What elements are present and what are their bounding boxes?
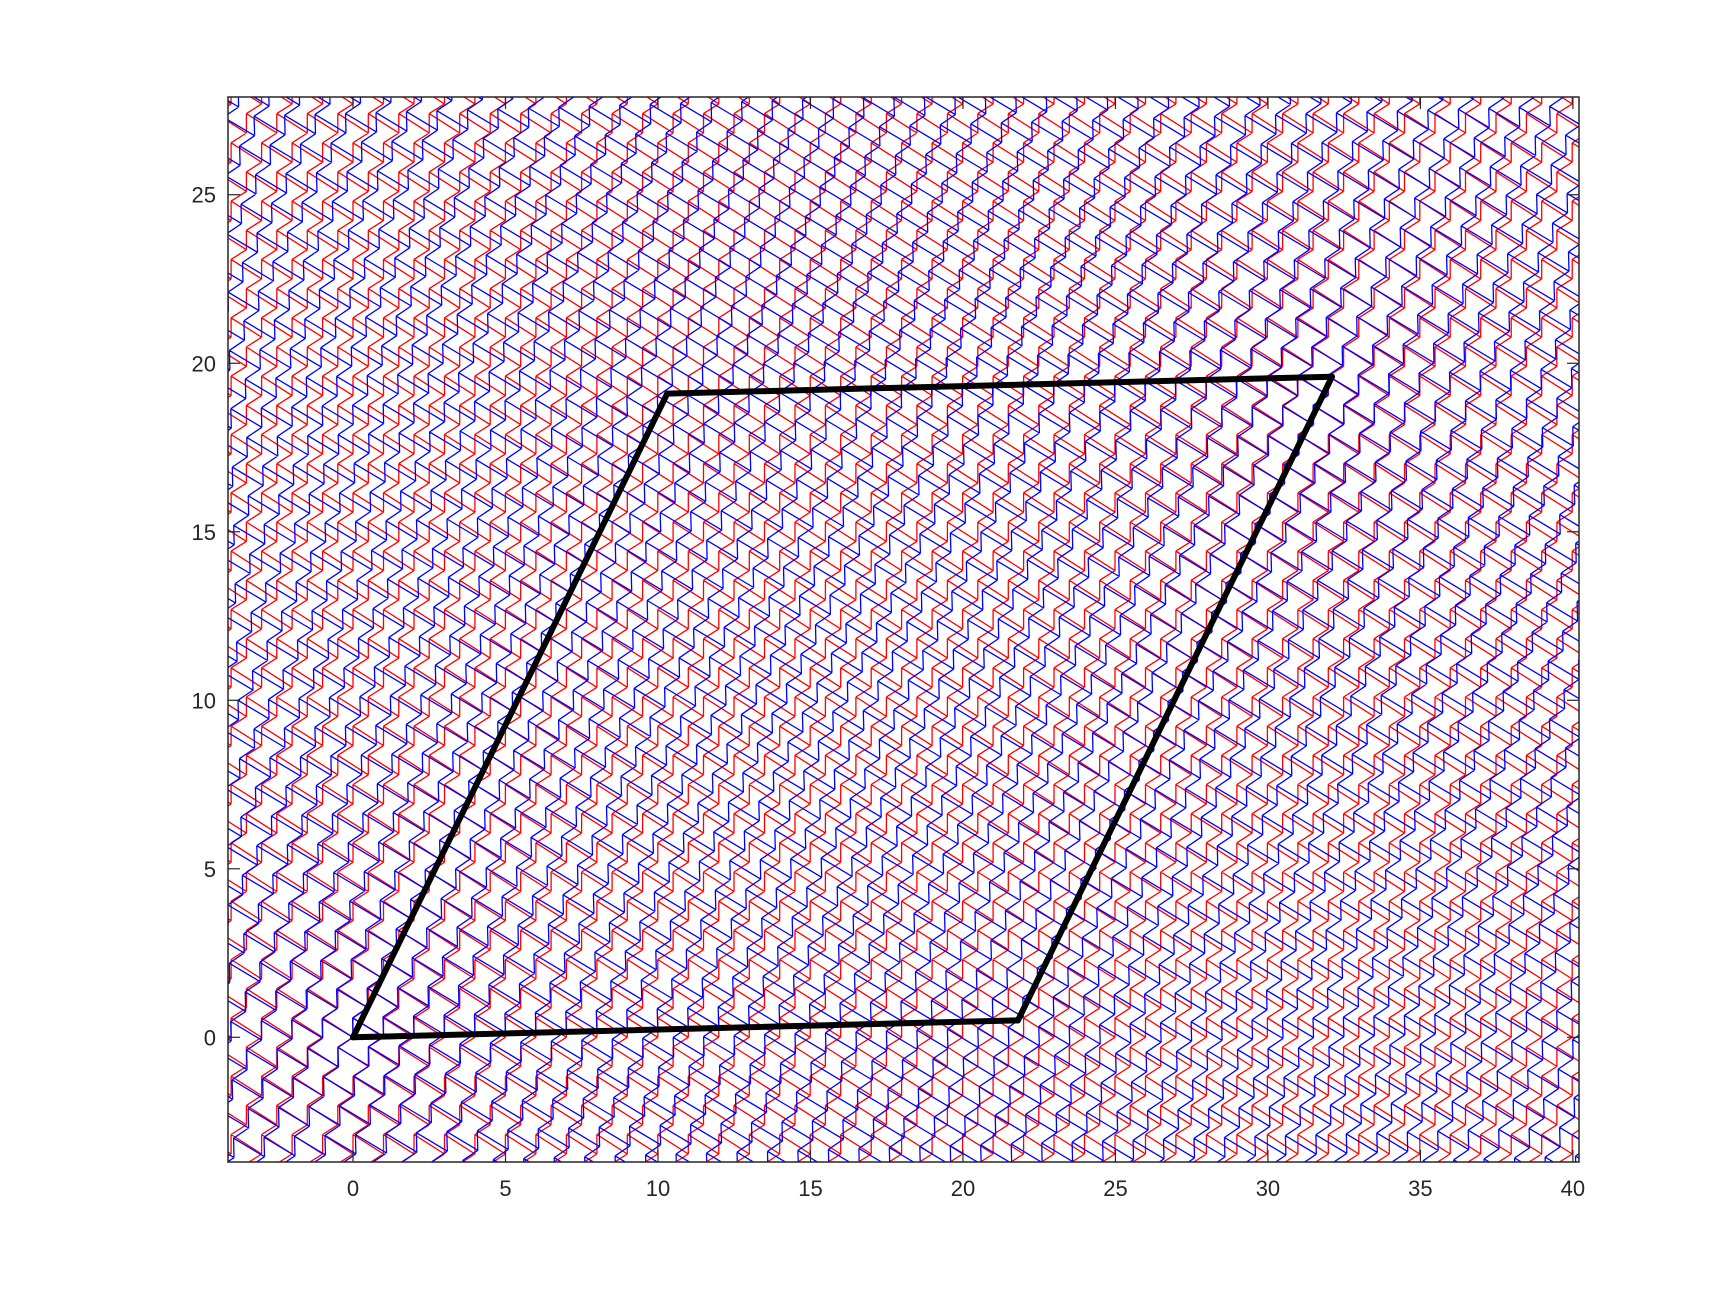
x-tick-label: 30 [1256,1176,1280,1201]
y-tick-label: 25 [192,183,216,208]
y-axis: 0 5 10 15 20 25 [192,183,1579,1050]
x-tick-label: 20 [951,1176,975,1201]
supercell-edge-4 [350,390,671,1041]
x-tick-label: 15 [798,1176,822,1201]
x-tick-label: 25 [1103,1176,1127,1201]
y-tick-label: 0 [204,1025,216,1050]
supercell-edge-1 [350,1017,1021,1041]
y-tick-label: 15 [192,520,216,545]
y-tick-label: 5 [204,857,216,882]
lattice-layer [228,97,1579,1162]
supercell-edge-3 [664,373,1335,397]
x-tick-label: 0 [347,1176,359,1201]
x-tick-label: 35 [1408,1176,1432,1201]
y-tick-label: 10 [192,688,216,713]
axes-box [227,96,1580,1163]
supercell-outline-layer [350,373,1335,1041]
x-tick-label: 40 [1561,1176,1585,1201]
y-tick-label: 20 [192,351,216,376]
x-tick-label: 10 [646,1176,670,1201]
lattice-series-2 [228,97,1579,1162]
supercell-edge-2 [1014,373,1335,1024]
x-axis: 0 5 10 15 20 25 30 35 40 [347,97,1585,1201]
x-tick-label: 5 [499,1176,511,1201]
